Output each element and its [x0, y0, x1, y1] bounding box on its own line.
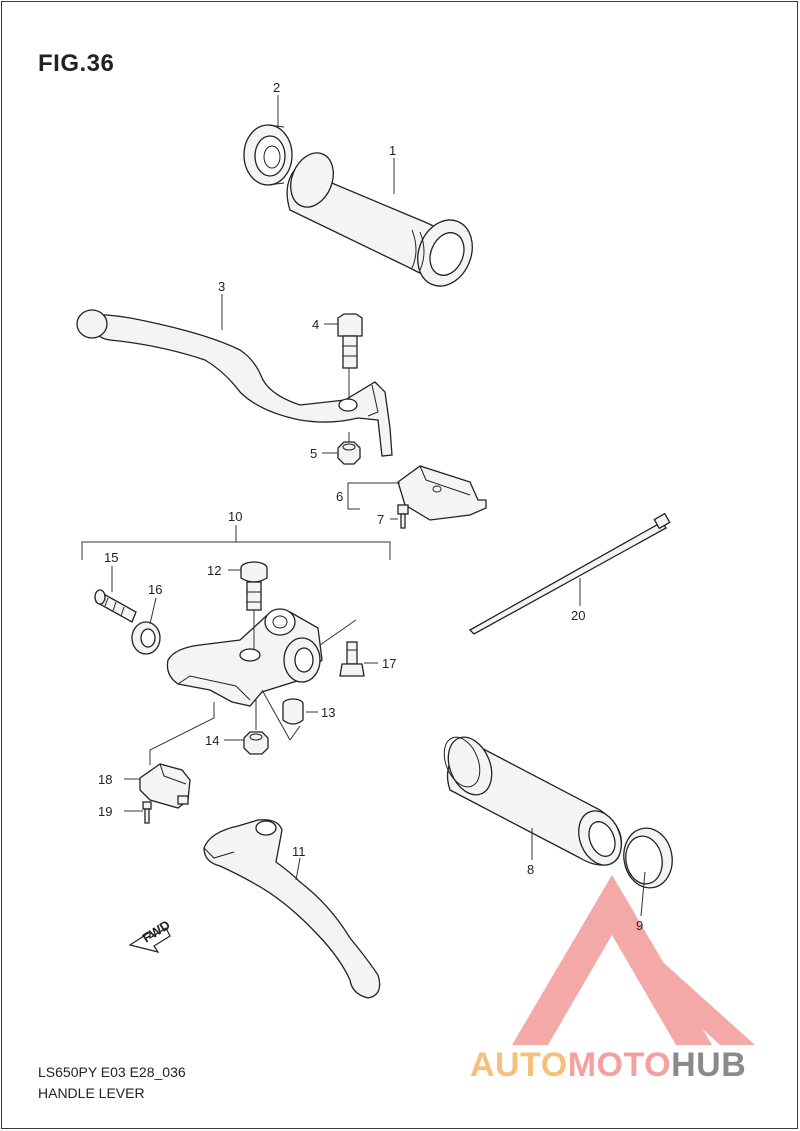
part-1-throttle-grip — [286, 152, 473, 287]
fwd-arrow-icon — [128, 927, 171, 953]
watermark-part-hub: HUB — [671, 1046, 747, 1084]
callout-10: 10 — [228, 509, 242, 524]
leader-lines — [81, 95, 646, 917]
callout-12: 12 — [207, 563, 221, 578]
part-6-brake-switch — [397, 465, 487, 521]
part-10-lever-holder — [166, 608, 323, 707]
callout-17: 17 — [382, 656, 396, 671]
callout-13: 13 — [321, 705, 335, 720]
figure-name: HANDLE LEVER — [38, 1085, 145, 1101]
part-16-lock-nut — [131, 621, 161, 655]
model-code: LS650PY E03 E28_036 — [38, 1064, 186, 1080]
part-18-clutch-switch — [139, 763, 191, 809]
part-7-screw — [397, 504, 409, 529]
part-19-screw — [142, 801, 152, 824]
callout-labels: 2 1 3 4 5 6 7 10 15 16 12 20 17 13 14 18… — [98, 80, 643, 933]
part-15-adjuster-bolt — [94, 589, 137, 623]
callout-20: 20 — [571, 608, 585, 623]
callout-16: 16 — [148, 582, 162, 597]
watermark-logo — [512, 875, 755, 1045]
callout-19: 19 — [98, 804, 112, 819]
callout-9: 9 — [636, 918, 643, 933]
callout-15: 15 — [104, 550, 118, 565]
part-11-clutch-lever — [203, 819, 381, 999]
callout-5: 5 — [310, 446, 317, 461]
part-3-brake-lever — [76, 309, 393, 457]
callout-6: 6 — [336, 489, 343, 504]
part-17-bolt — [339, 641, 365, 677]
callout-2: 2 — [273, 80, 280, 95]
part-5-nut — [337, 441, 361, 465]
part-2-grip-end — [243, 124, 293, 186]
watermark-part-moto: MOTO — [567, 1046, 672, 1084]
callout-11: 11 — [292, 844, 306, 859]
part-12-pivot-bolt — [240, 561, 268, 611]
part-13-collar — [282, 698, 304, 725]
part-8-left-grip — [443, 736, 623, 866]
callout-1: 1 — [389, 143, 396, 158]
part-9-grip-end — [623, 827, 673, 889]
callout-4: 4 — [312, 317, 319, 332]
figure-title: FIG.36 — [38, 50, 115, 77]
callout-18: 18 — [98, 772, 112, 787]
callout-3: 3 — [218, 279, 225, 294]
callout-7: 7 — [377, 512, 384, 527]
part-4-pivot-bolt — [337, 313, 363, 369]
callout-14: 14 — [205, 733, 219, 748]
part-14-nut — [243, 731, 269, 755]
part-20-cable-tie — [468, 512, 671, 635]
watermark-part-auto: AUTO — [470, 1046, 568, 1084]
watermark-text: AUTOMOTOHUB — [470, 1046, 746, 1085]
callout-8: 8 — [527, 862, 534, 877]
